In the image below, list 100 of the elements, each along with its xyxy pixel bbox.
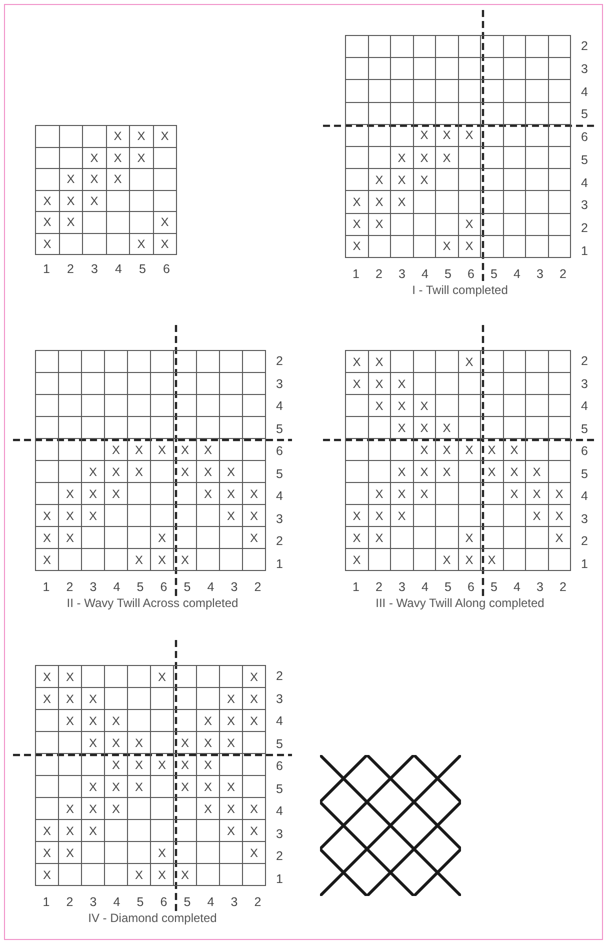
x-mark: X [42,846,51,860]
x-mark: X [398,150,406,165]
x-mark: X [66,670,74,684]
x-mark: X [352,239,361,254]
x-mark: X [160,236,169,251]
column-number: 4 [113,896,120,908]
x-mark: X [375,530,384,544]
row-number: 2 [581,535,588,548]
column-number: 2 [254,581,262,594]
x-mark: X [420,486,428,500]
grid-caption: I - Twill completed [411,283,509,297]
row-number: 6 [581,445,588,458]
x-mark: X [555,530,564,544]
grid-caption: III - Wavy Twill Along completed [374,596,546,610]
x-mark: X [420,464,428,478]
row-number: 4 [276,715,283,728]
column-number: 3 [398,581,406,594]
x-mark: X [88,464,97,478]
x-mark: X [88,802,97,816]
row-number: 3 [581,378,588,390]
x-mark: X [158,552,166,566]
column-number: 5 [136,581,144,594]
x-mark: X [226,736,235,750]
column-number: 2 [67,263,74,276]
x-mark: X [250,846,258,860]
x-mark: X [134,552,143,566]
x-mark: X [532,508,541,522]
x-mark: X [134,442,143,456]
x-mark: X [42,868,51,882]
x-mark: X [158,758,166,772]
x-mark: X [134,464,143,478]
x-mark: X [510,442,518,456]
row-number: 1 [276,872,283,886]
column-number: 1 [352,581,360,594]
x-mark: X [398,464,406,478]
x-mark: X [42,508,51,522]
column-number: 2 [376,581,382,594]
row-number: 5 [276,468,283,480]
x-mark: X [114,129,122,144]
column-number: 4 [422,581,428,594]
x-mark: X [134,868,143,882]
row-number: 2 [276,670,283,683]
x-mark: X [555,508,564,522]
row-number: 6 [581,131,588,144]
x-mark: X [398,398,406,412]
column-number: 3 [230,896,238,908]
x-mark: X [204,442,212,456]
row-number: 4 [581,86,588,98]
row-number: 3 [276,378,283,390]
row-number: 5 [581,108,588,121]
x-mark: X [112,758,120,772]
x-mark: X [66,486,74,500]
row-number: 5 [581,422,588,436]
x-mark: X [112,736,120,750]
x-mark: X [112,780,120,794]
row-number: 6 [276,445,283,458]
column-number: 3 [230,581,238,594]
x-mark: X [250,824,258,838]
row-number: 4 [581,176,588,190]
x-mark: X [226,714,235,728]
column-number: 5 [490,268,498,280]
x-mark: X [488,552,496,566]
row-number: 3 [581,199,588,212]
x-mark: X [66,194,75,208]
x-mark: X [488,464,496,478]
column-number: 6 [160,581,168,594]
x-mark: X [158,868,166,882]
row-number: 2 [276,850,283,863]
x-mark: X [465,239,474,254]
x-mark: X [180,464,189,478]
x-mark: X [420,172,428,187]
x-mark: X [398,194,406,209]
row-number: 2 [581,222,588,234]
column-number: 4 [422,268,428,280]
x-mark: X [204,758,212,772]
x-mark: X [43,215,52,230]
x-mark: X [66,802,74,816]
column-number: 5 [184,896,191,908]
x-mark: X [42,552,51,566]
row-number: 1 [581,244,588,258]
column-number: 3 [90,581,97,594]
x-mark: X [88,780,97,794]
column-number: 3 [536,268,544,280]
x-mark: X [226,464,235,478]
x-mark: X [90,150,98,165]
x-mark: X [465,128,474,142]
x-mark: X [180,442,189,456]
x-mark: X [375,376,384,390]
x-mark: X [250,670,258,684]
x-mark: X [352,530,361,544]
column-number: 1 [42,581,50,594]
x-mark: X [66,530,74,544]
column-number: 2 [376,268,382,280]
grid-caption: II - Wavy Twill Across completed [66,596,240,610]
column-number: 2 [254,896,262,908]
x-mark: X [158,442,166,456]
column-number: 6 [468,268,474,280]
x-mark: X [66,714,74,728]
row-number: 4 [276,490,283,503]
column-number: 1 [43,263,50,276]
